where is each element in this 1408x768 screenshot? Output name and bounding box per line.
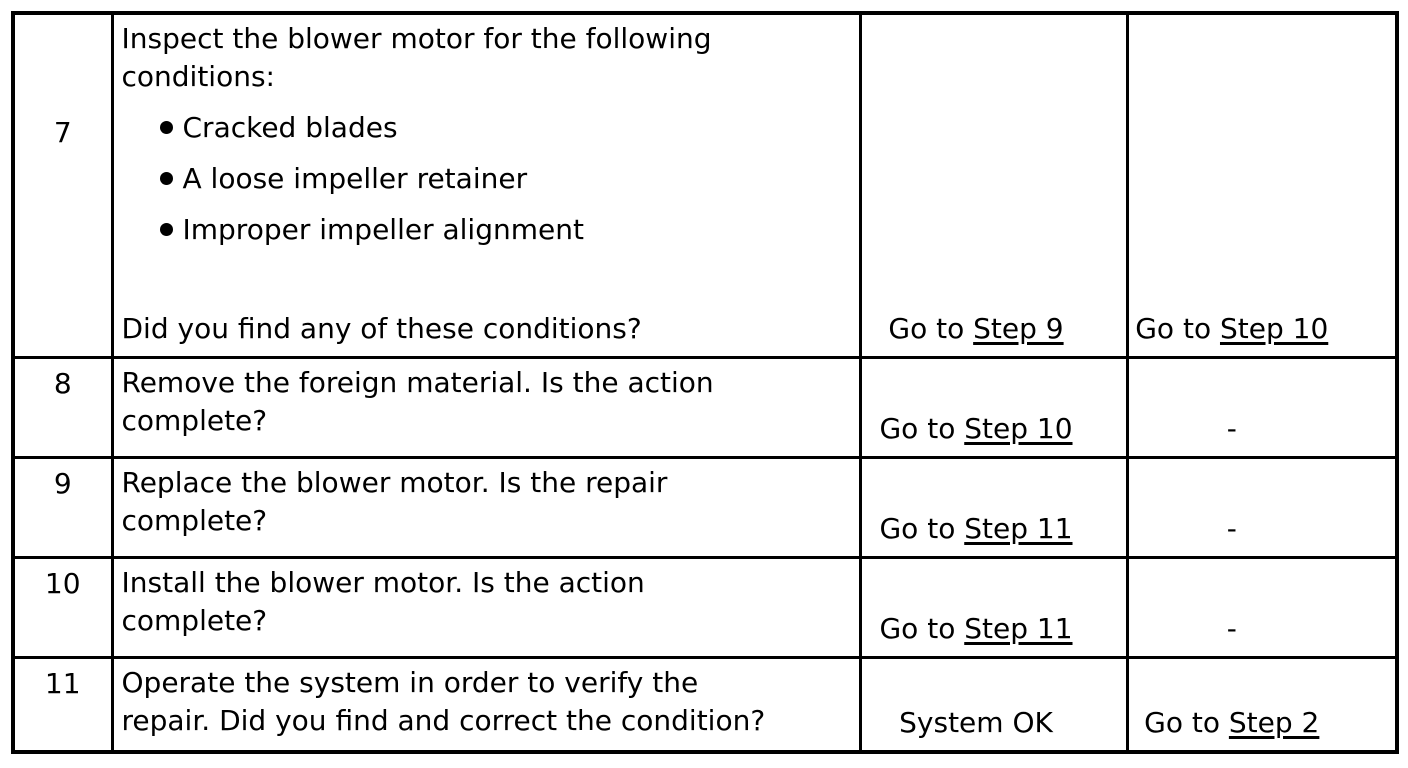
step-number: 11 bbox=[44, 666, 81, 700]
goto-prefix: Go to bbox=[879, 411, 965, 445]
bullet-icon bbox=[159, 223, 173, 236]
no-cell: - bbox=[1125, 355, 1399, 459]
goto-prefix: Go to bbox=[879, 611, 965, 645]
action-text-line: complete? bbox=[121, 503, 268, 537]
table-row: 9 Replace the blower motor. Is the repai… bbox=[11, 455, 1399, 559]
goto-prefix: Go to bbox=[1144, 706, 1229, 739]
action-cell: Inspect the blower motor for the followi… bbox=[110, 11, 862, 359]
yes-cell: Go to Step 11 bbox=[858, 455, 1129, 559]
step-number: 10 bbox=[44, 566, 81, 600]
no-cell: Go to Step 2 bbox=[1125, 655, 1399, 754]
action-cell: Operate the system in order to verify th… bbox=[110, 655, 862, 754]
action-cell: Install the blower motor. Is the action … bbox=[110, 555, 862, 659]
table-row: 8 Remove the foreign material. Is the ac… bbox=[11, 355, 1399, 459]
goto-step-link[interactable]: Step 10 bbox=[964, 411, 1073, 445]
goto-plain-text: - bbox=[1226, 511, 1237, 545]
action-cell: Remove the foreign material. Is the acti… bbox=[110, 355, 862, 459]
action-text-line: conditions: bbox=[121, 60, 275, 93]
bullet-icon bbox=[159, 121, 173, 134]
bullet-text: Cracked blades bbox=[182, 111, 398, 144]
yes-cell: Go to Step 11 bbox=[858, 555, 1129, 659]
yes-cell: Go to Step 10 bbox=[858, 355, 1129, 459]
troubleshooting-table: 7 Inspect the blower motor for the follo… bbox=[11, 11, 1399, 754]
goto-step-link[interactable]: Step 2 bbox=[1228, 706, 1320, 739]
goto-plain-text: System OK bbox=[899, 706, 1053, 739]
bullet-item: A loose impeller retainer bbox=[122, 160, 851, 198]
action-text-line: complete? bbox=[121, 403, 268, 437]
no-cell: - bbox=[1125, 455, 1399, 559]
action-text-line: Install the blower motor. Is the action bbox=[121, 565, 645, 599]
action-text-line: repair. Did you find and correct the con… bbox=[121, 703, 766, 737]
bullet-item: Cracked blades bbox=[122, 109, 851, 147]
goto-step-link[interactable]: Step 10 bbox=[1219, 311, 1329, 345]
step-number: 9 bbox=[53, 466, 72, 500]
goto-step-link[interactable]: Step 11 bbox=[964, 511, 1073, 545]
goto-prefix: Go to bbox=[1135, 311, 1220, 345]
action-text-line: complete? bbox=[121, 603, 268, 637]
table-row: 10 Install the blower motor. Is the acti… bbox=[11, 555, 1399, 659]
bullet-text: Improper impeller alignment bbox=[182, 213, 584, 246]
action-question: Did you find any of these conditions? bbox=[121, 311, 642, 345]
step-number-cell: 7 bbox=[11, 11, 114, 359]
action-cell: Replace the blower motor. Is the repair … bbox=[110, 455, 862, 559]
no-cell: Go to Step 10 bbox=[1125, 11, 1399, 359]
step-number-cell: 10 bbox=[11, 555, 114, 659]
no-cell: - bbox=[1125, 555, 1399, 659]
action-text-line: Operate the system in order to verify th… bbox=[121, 665, 699, 699]
table-row: 11 Operate the system in order to verify… bbox=[11, 655, 1399, 754]
step-number-cell: 9 bbox=[11, 455, 114, 559]
goto-step-link[interactable]: Step 11 bbox=[964, 611, 1073, 645]
step-number: 8 bbox=[53, 366, 72, 400]
bullet-text: A loose impeller retainer bbox=[182, 162, 528, 195]
goto-plain-text: - bbox=[1226, 611, 1237, 645]
bullet-item: Improper impeller alignment bbox=[122, 211, 851, 249]
action-text-line: Replace the blower motor. Is the repair bbox=[121, 465, 668, 499]
step-number-cell: 8 bbox=[11, 355, 114, 459]
step-number-cell: 11 bbox=[11, 655, 114, 754]
goto-prefix: Go to bbox=[879, 511, 965, 545]
goto-prefix: Go to bbox=[888, 311, 974, 345]
yes-cell: System OK bbox=[858, 655, 1129, 754]
goto-plain-text: - bbox=[1226, 411, 1237, 445]
step-number: 7 bbox=[53, 116, 72, 149]
goto-step-link[interactable]: Step 9 bbox=[973, 311, 1064, 345]
bullet-icon bbox=[159, 172, 173, 185]
action-text-line: Inspect the blower motor for the followi… bbox=[121, 22, 712, 55]
table-row: 7 Inspect the blower motor for the follo… bbox=[11, 11, 1399, 359]
action-text-line: Remove the foreign material. Is the acti… bbox=[121, 365, 714, 399]
yes-cell: Go to Step 9 bbox=[858, 11, 1129, 359]
